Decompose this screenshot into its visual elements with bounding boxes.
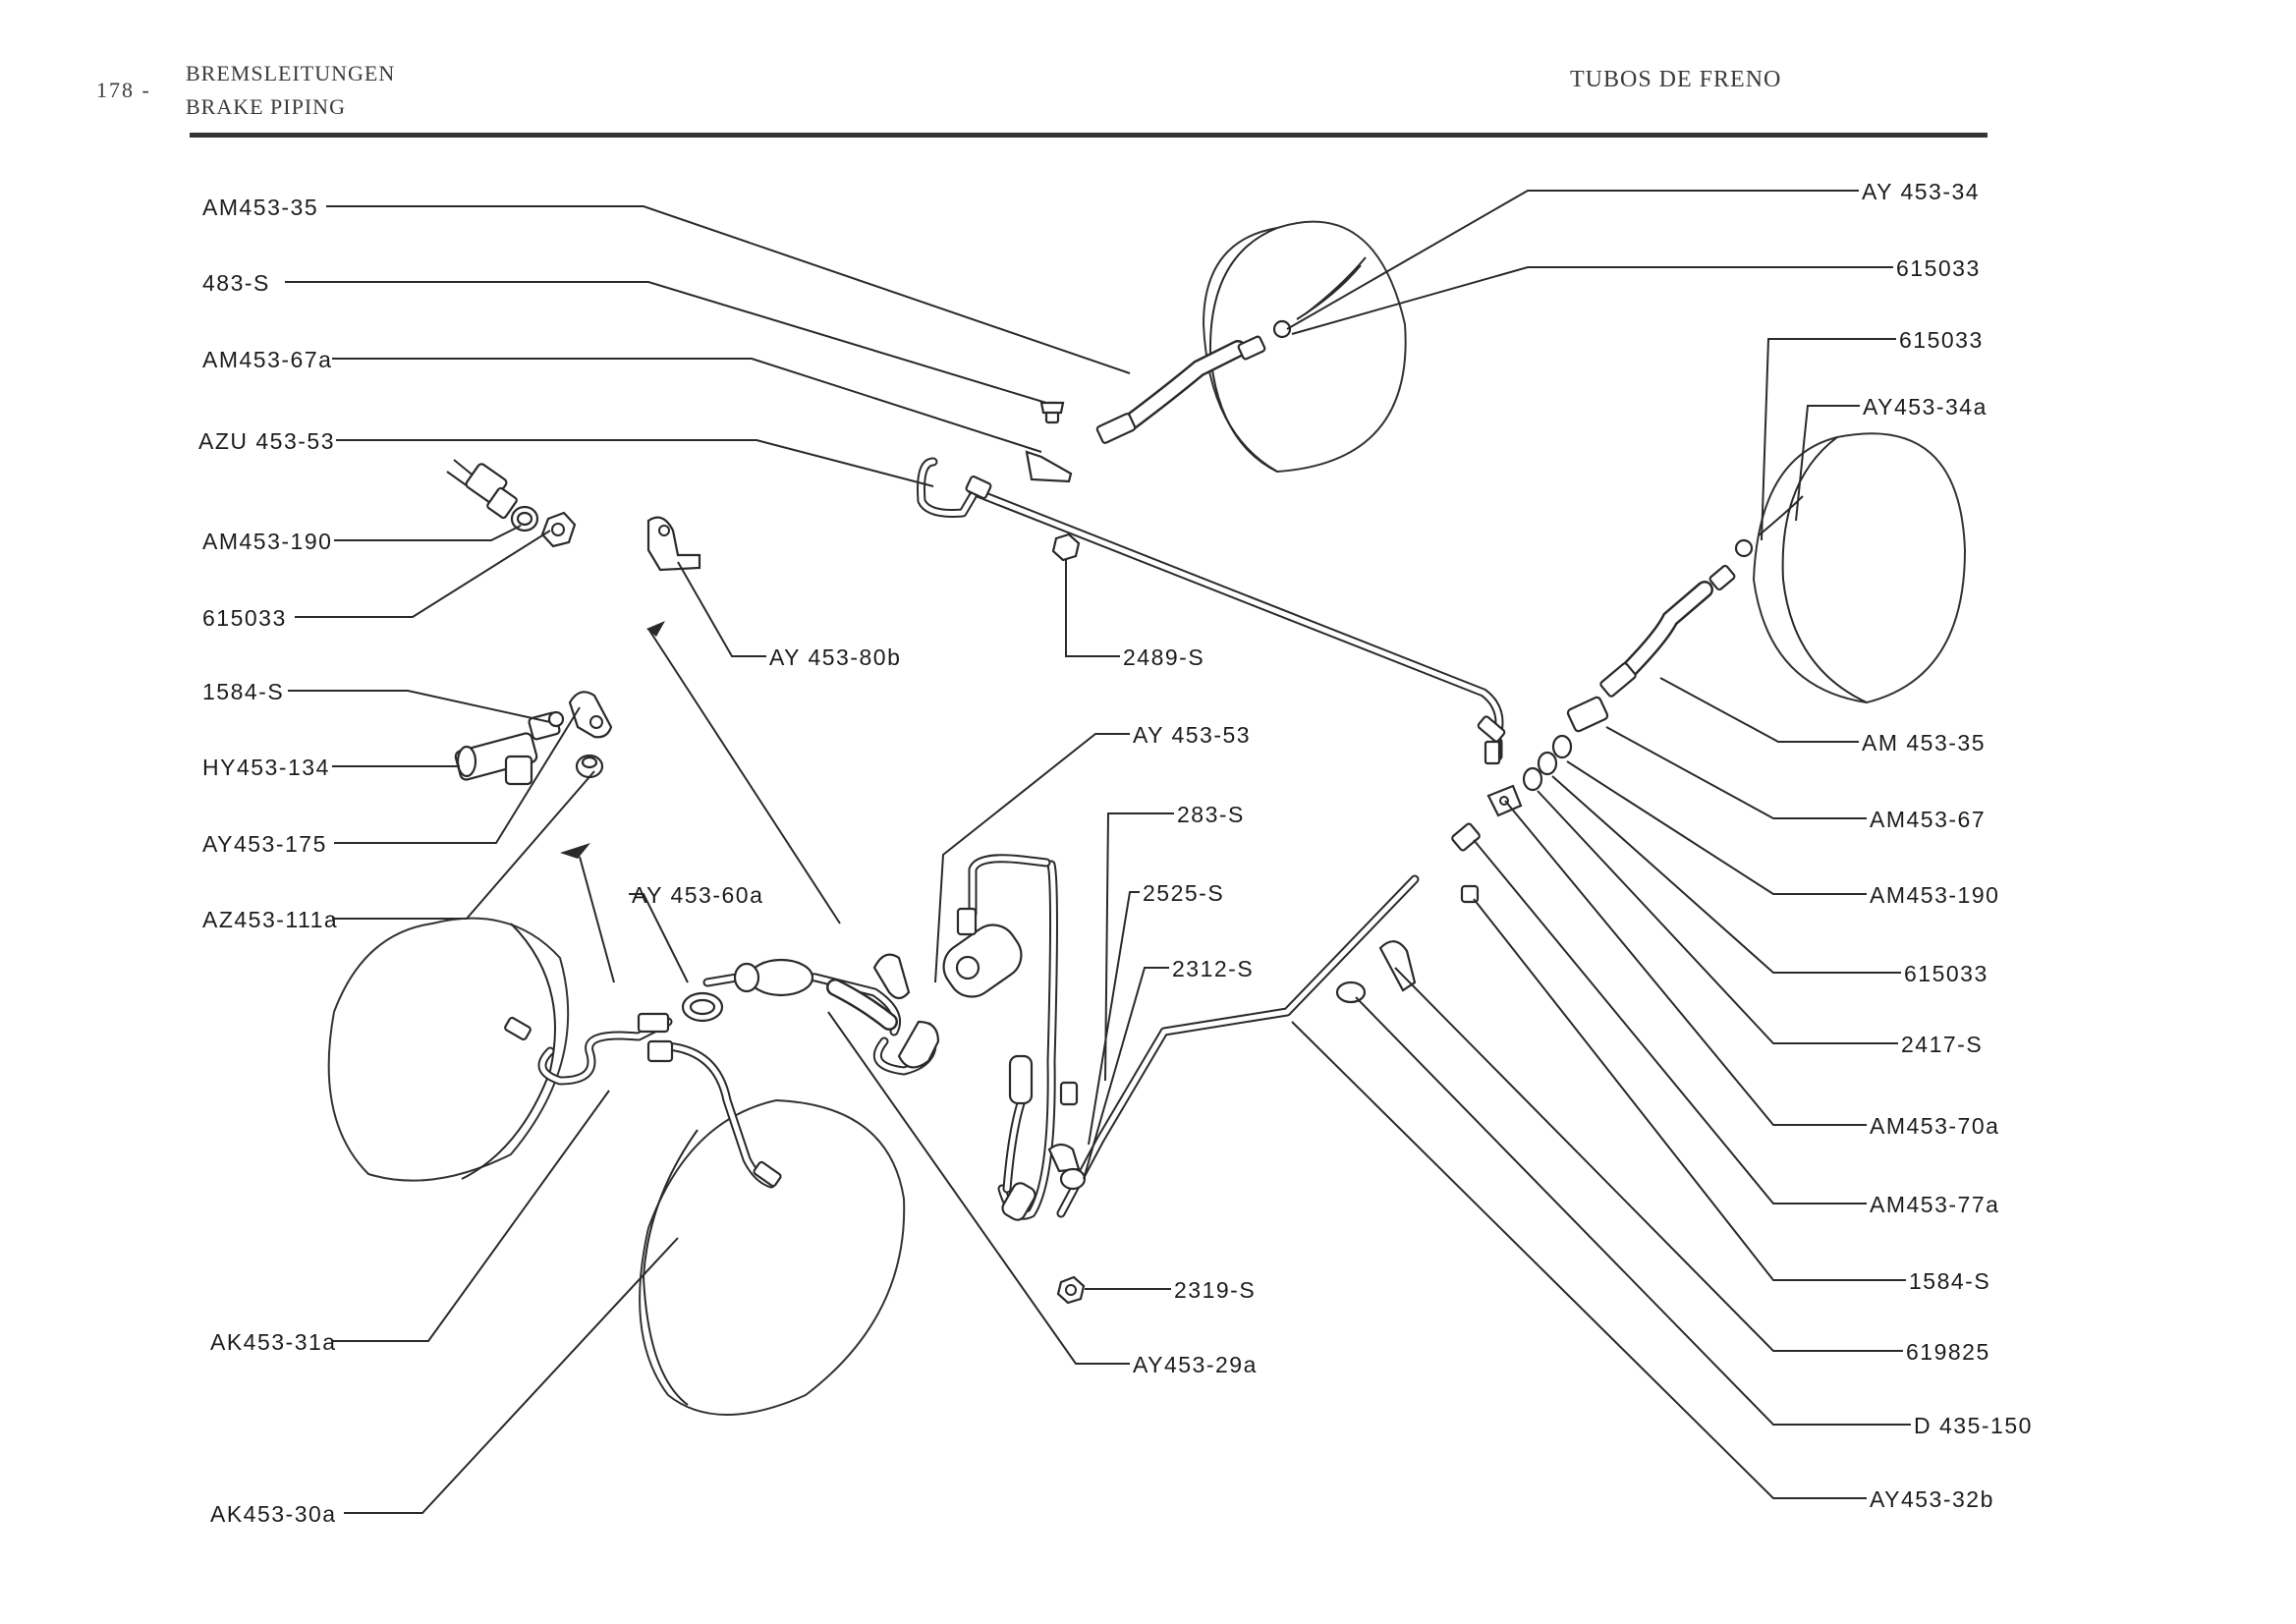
label-d435-150: D 435-150 [1914, 1413, 2033, 1438]
header-rule [190, 133, 1988, 138]
brake-drum-rear-left [639, 1098, 906, 1416]
label-ay453-34: AY 453-34 [1862, 179, 1980, 204]
label-am453-190: AM453-190 [202, 529, 332, 554]
clip-ay453-175 [568, 691, 613, 739]
label-2417-s: 2417-S [1901, 1032, 1983, 1057]
label-az453-111a: AZ453-111a [202, 907, 338, 932]
page-number: 178 - [96, 78, 151, 102]
label-ay453-53: AY 453-53 [1133, 722, 1251, 748]
brake-pipe-network [537, 486, 1504, 1220]
label-283-s: 283-S [1177, 802, 1245, 827]
tee-fitting-hy453-134 [454, 710, 565, 786]
washer-az453-111a [575, 754, 604, 779]
label-azu453-53: AZU 453-53 [198, 428, 335, 454]
label-2489-s: 2489-S [1123, 644, 1204, 670]
label-2319-s: 2319-S [1174, 1277, 1256, 1303]
labels-center: AY 453-80b 2489-S AY 453-53 283-S 2525-S… [632, 644, 1258, 1377]
front-left-fittings [504, 958, 814, 1188]
label-2312-s: 2312-S [1172, 956, 1254, 981]
label-am453-35: AM453-35 [202, 195, 318, 220]
label-615033-r1: 615033 [1896, 255, 1981, 281]
master-cylinder-bracket [917, 401, 1073, 518]
brake-hose-rear-right [1599, 495, 1804, 698]
title-english: BRAKE PIPING [186, 94, 346, 119]
label-am453-67: AM453-67 [1870, 807, 1986, 832]
label-615033-r3: 615033 [1904, 961, 1988, 986]
label-615033: 615033 [202, 605, 287, 631]
right-junction-fittings [1335, 696, 1609, 1004]
label-ay453-32b: AY453-32b [1870, 1486, 1994, 1512]
label-hy453-134: HY453-134 [202, 755, 330, 780]
label-am453-70a: AM453-70a [1870, 1113, 1999, 1139]
bracket-ay453-80b [646, 516, 701, 572]
label-ak453-31a: AK453-31a [210, 1329, 337, 1355]
nut-2489-s [1051, 532, 1081, 562]
labels-left: AM453-35 483-S AM453-67a AZU 453-53 AM45… [198, 195, 338, 1527]
label-ay453-29a: AY453-29a [1133, 1352, 1258, 1377]
brake-hose-rear-left [826, 979, 898, 1031]
union-fitting-left [446, 459, 577, 548]
label-615033-r2: 615033 [1899, 327, 1984, 353]
direction-arrows [560, 621, 665, 859]
leader-lines [285, 190, 1911, 1514]
label-ay453-80b: AY 453-80b [769, 644, 901, 670]
label-1584-s-r: 1584-S [1909, 1268, 1990, 1294]
title-spanish: TUBOS DE FRENO [1570, 67, 1782, 92]
label-ay453-34a: AY453-34a [1863, 394, 1988, 420]
label-am453-35-r: AM 453-35 [1862, 730, 1986, 756]
label-ay453-60a: AY 453-60a [632, 882, 763, 908]
label-2525-s: 2525-S [1143, 880, 1224, 906]
label-am453-67a: AM453-67a [202, 347, 332, 372]
label-ay453-175: AY453-175 [202, 831, 327, 857]
label-483-s: 483-S [202, 270, 270, 296]
brake-valve-assembly [872, 924, 1023, 1069]
label-am453-190-r: AM453-190 [1870, 882, 1999, 908]
brake-hose-front-right [1095, 256, 1367, 444]
small-fittings-center [956, 907, 1087, 1305]
title-german: BREMSLEITUNGEN [186, 61, 396, 85]
labels-right: AY 453-34 615033 615033 AY453-34a AM 453… [1862, 179, 2033, 1512]
label-619825: 619825 [1906, 1339, 1990, 1365]
label-am453-77a: AM453-77a [1870, 1192, 1999, 1217]
brake-drum-rear-right [1752, 432, 1967, 704]
label-1584-s: 1584-S [202, 679, 284, 704]
label-ak453-30a: AK453-30a [210, 1501, 337, 1527]
brake-drum-front-left [327, 917, 570, 1182]
